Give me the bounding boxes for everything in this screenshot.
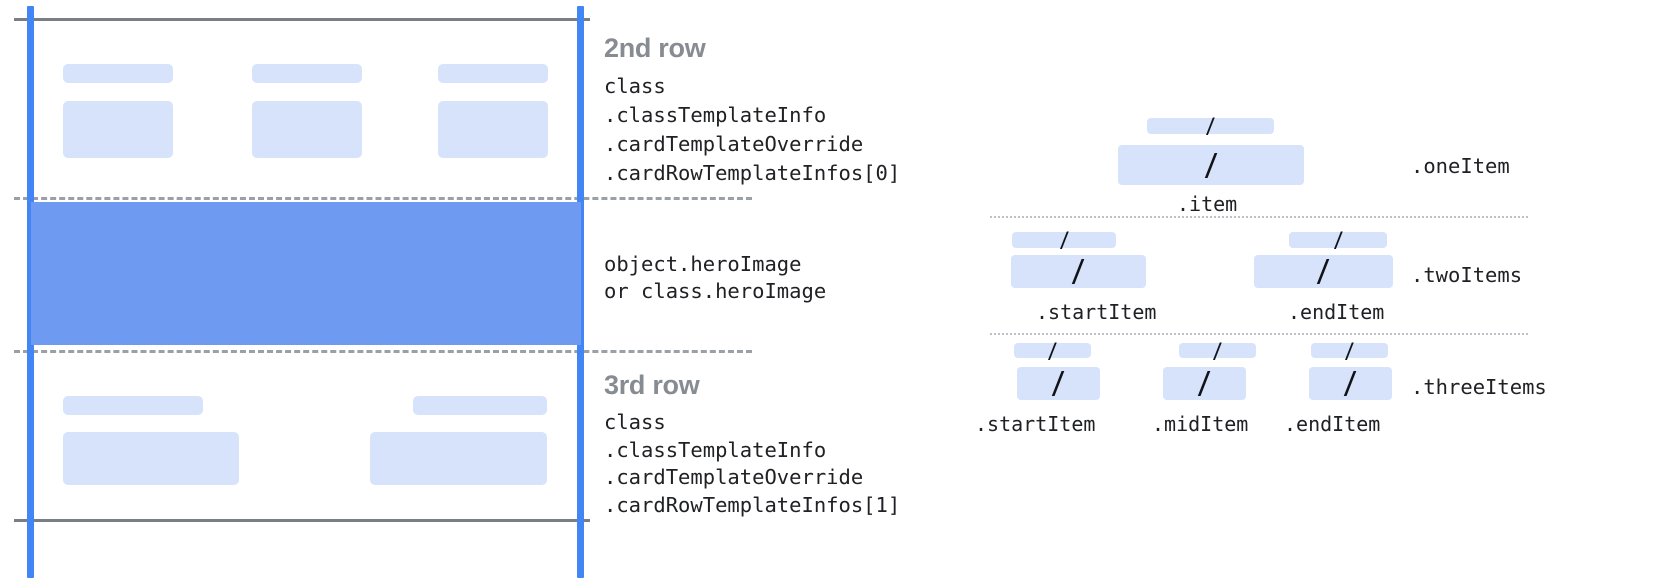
row-2-code-line-2: .classTemplateInfo — [604, 103, 827, 127]
row2-col1-value-chip — [63, 101, 173, 158]
two-items-end-value-box: / — [1254, 254, 1393, 289]
three-items-mid-value-box: / — [1163, 366, 1246, 401]
two-items-start-caption: .startItem — [1036, 300, 1157, 324]
slash-glyph: / — [1058, 228, 1070, 252]
slash-glyph: / — [1342, 366, 1359, 401]
one-item-group-label: .oneItem — [1411, 154, 1510, 178]
row-2-code-line-3: .cardTemplateOverride — [604, 132, 864, 156]
row2-col2-label-chip — [252, 64, 362, 83]
row2-col3-label-chip — [438, 64, 548, 83]
row-3-code-line-1: class — [604, 410, 666, 434]
three-items-end-label-box: / — [1311, 339, 1388, 363]
two-items-end-caption: .endItem — [1288, 300, 1385, 324]
row-divider-top — [14, 197, 752, 200]
two-items-start-value-box: / — [1011, 254, 1146, 289]
one-item-label-box: / — [1147, 114, 1274, 138]
two-items-end-label-box: / — [1289, 228, 1387, 252]
slash-glyph: / — [1212, 338, 1223, 363]
slash-glyph: / — [1205, 114, 1216, 138]
card-top-rule — [14, 18, 590, 21]
card-left-edge-line — [27, 6, 34, 578]
three-items-mid-caption: .midItem — [1152, 412, 1249, 436]
slash-glyph: / — [1196, 366, 1213, 401]
hero-code-line-1: object.heroImage — [604, 252, 802, 276]
three-items-group-label: .threeItems — [1411, 375, 1547, 399]
three-items-mid-label-box: / — [1179, 339, 1256, 363]
row-3-code-line-3: .cardTemplateOverride — [604, 465, 864, 489]
row-2-title: 2nd row — [604, 33, 706, 63]
three-items-end-caption: .endItem — [1284, 412, 1381, 436]
slash-glyph: / — [1047, 338, 1058, 363]
three-items-end-value-box: / — [1309, 366, 1392, 401]
row-divider-bottom — [14, 350, 752, 353]
row2-col3-value-chip — [438, 101, 548, 158]
row-2-code-line-4: .cardRowTemplateInfos[0] — [604, 161, 901, 185]
row3-col2-label-chip — [413, 396, 547, 415]
three-items-start-value-box: / — [1017, 366, 1100, 401]
three-items-start-label-box: / — [1014, 339, 1091, 363]
slash-glyph: / — [1070, 254, 1087, 289]
one-item-value-box: / — [1118, 145, 1304, 185]
hero-code-line-2: or class.heroImage — [604, 279, 827, 303]
card-bottom-rule — [14, 519, 590, 522]
three-items-start-caption: .startItem — [975, 412, 1096, 436]
one-item-caption: .item — [1177, 192, 1238, 216]
slash-glyph: / — [1203, 147, 1219, 183]
row3-col2-value-chip — [370, 432, 547, 485]
slash-glyph: / — [1344, 338, 1355, 363]
row-2-code-line-1: class — [604, 74, 666, 98]
row-3-code-line-4: .cardRowTemplateInfos[1] — [604, 493, 901, 517]
row3-col1-value-chip — [63, 432, 239, 485]
item-group-divider-2 — [990, 333, 1528, 335]
two-items-start-label-box: / — [1012, 228, 1116, 252]
row-3-title: 3rd row — [604, 370, 700, 400]
row-3-code-line-2: .classTemplateInfo — [604, 438, 827, 462]
hero-image-band — [31, 202, 581, 345]
row2-col1-label-chip — [63, 64, 173, 83]
two-items-group-label: .twoItems — [1411, 263, 1523, 287]
row3-col1-label-chip — [63, 396, 203, 415]
slash-glyph: / — [1332, 228, 1344, 252]
slash-glyph: / — [1050, 366, 1067, 401]
slash-glyph: / — [1315, 254, 1332, 289]
row2-col2-value-chip — [252, 101, 362, 158]
item-group-divider-1 — [990, 216, 1528, 218]
